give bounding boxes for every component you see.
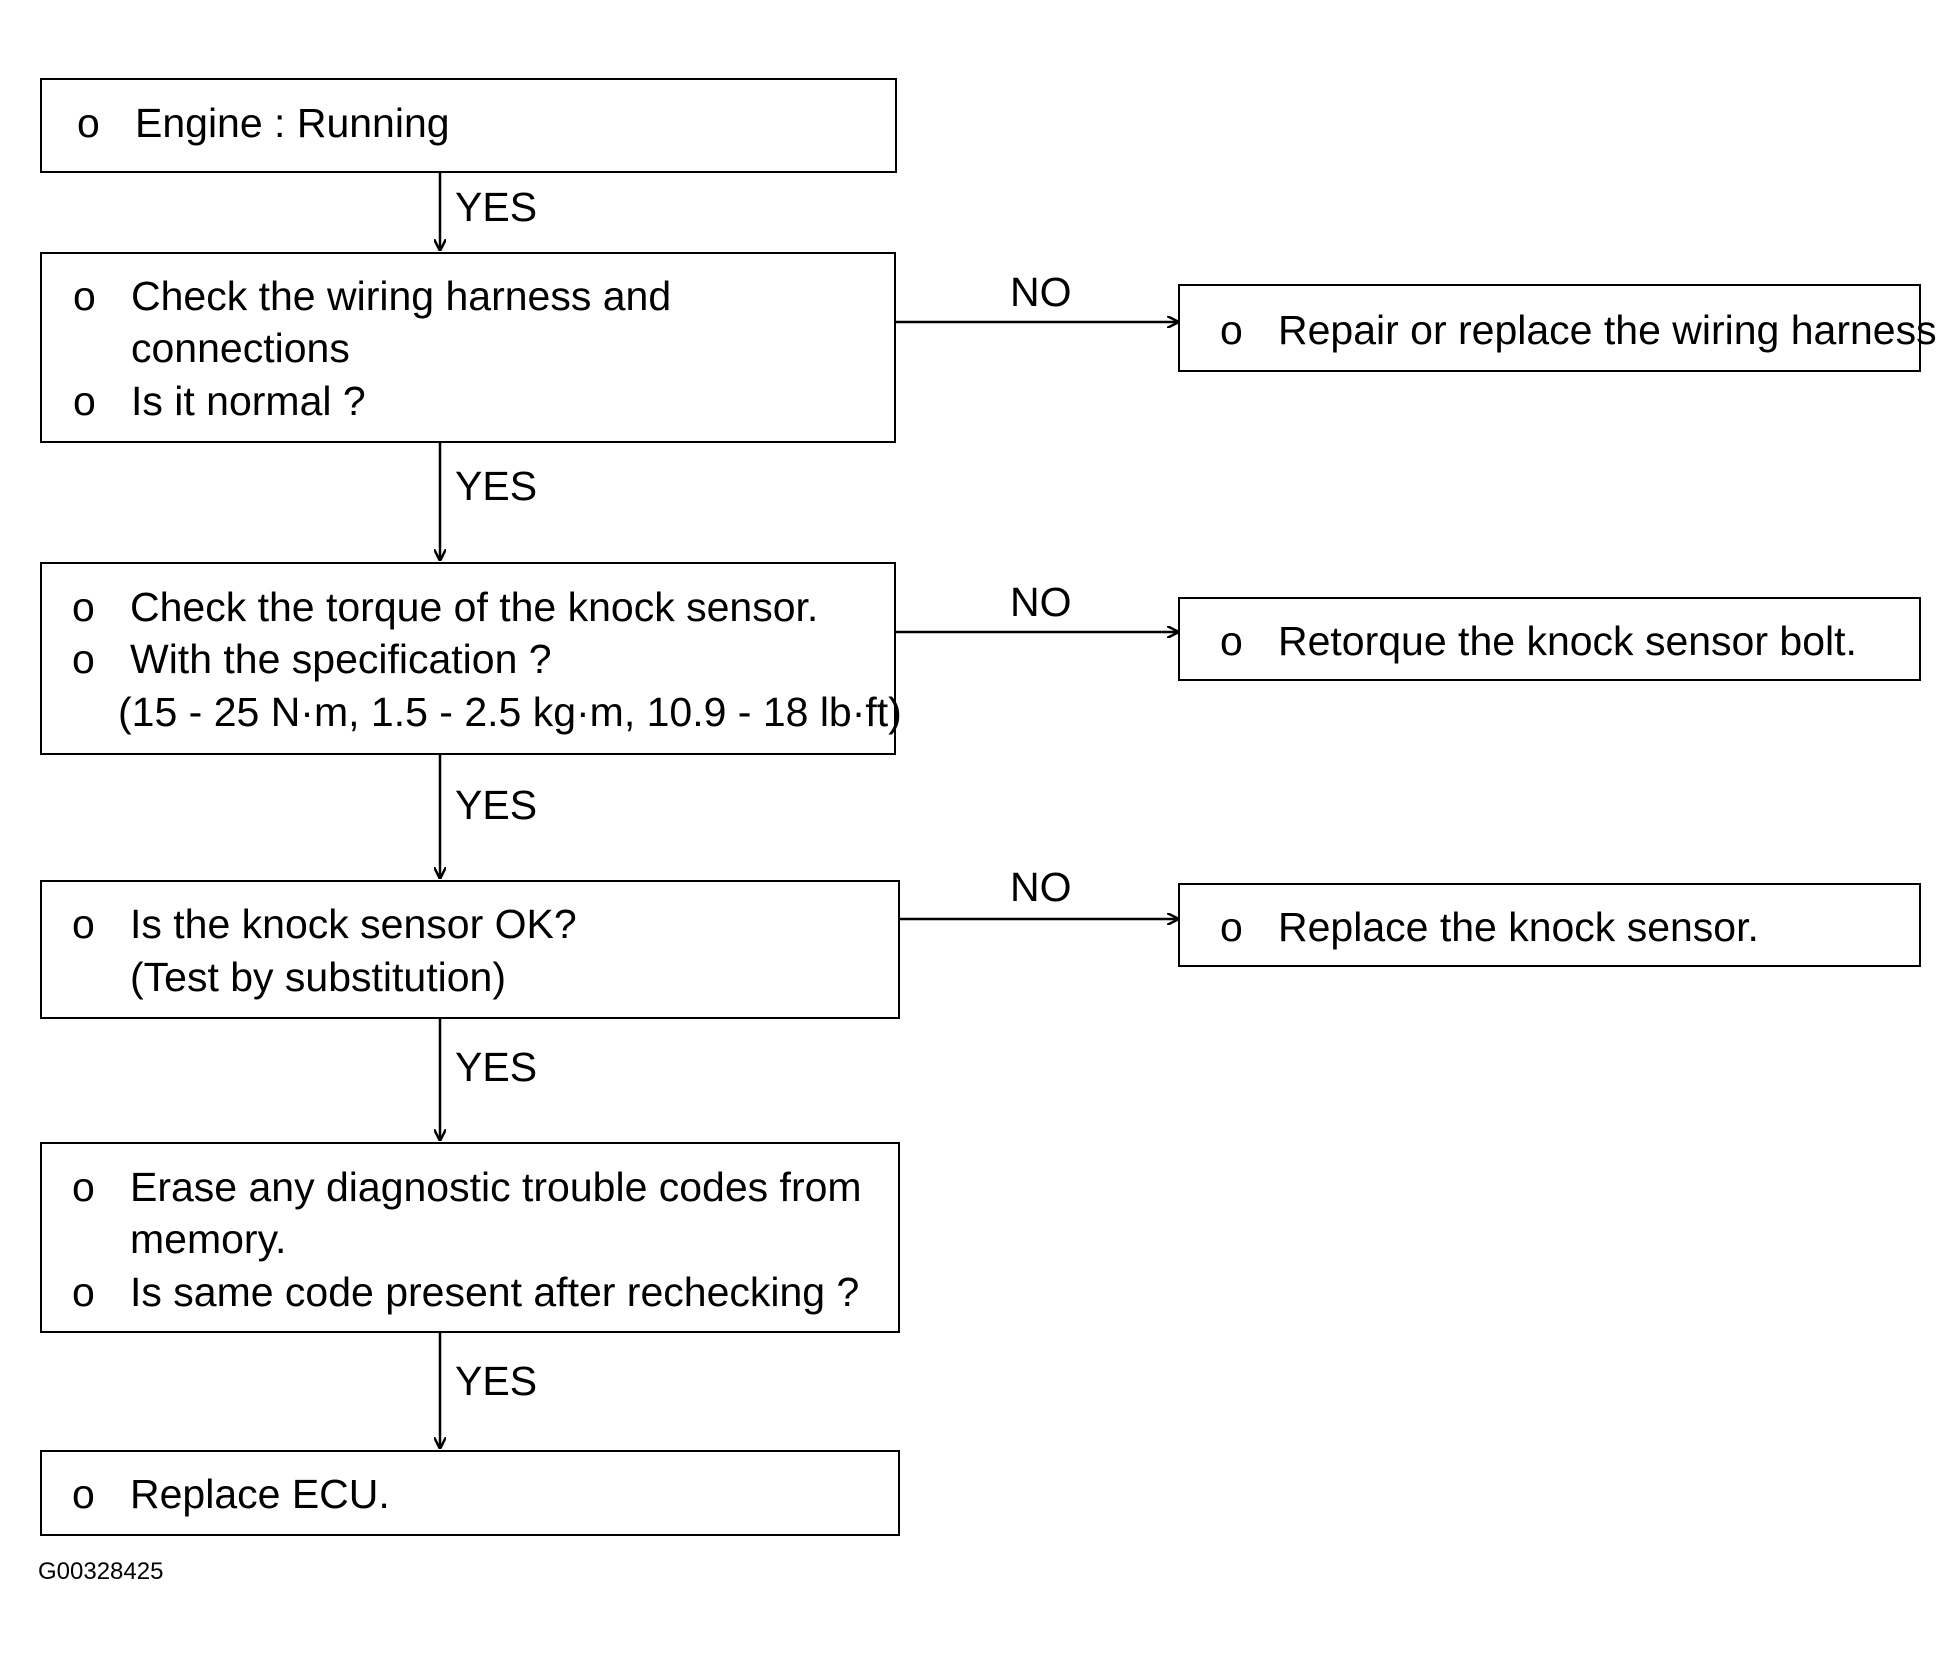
action-repair-harness-box: o Repair or replace the wiring harness: [1178, 284, 1937, 372]
step-text: (Test by substitution): [130, 954, 506, 1000]
action-text: Repair or replace the wiring harness: [1278, 307, 1937, 353]
step-text: Is same code present after rechecking ?: [130, 1269, 860, 1315]
no-label: NO: [1010, 579, 1072, 625]
action-replace-sensor-box: o Replace the knock sensor.: [1178, 883, 1921, 967]
bullet: o: [72, 1269, 95, 1315]
no-label: NO: [1010, 864, 1072, 910]
step-text: Check the torque of the knock sensor.: [130, 584, 819, 630]
step-text: memory.: [130, 1216, 287, 1262]
step-text: Engine : Running: [135, 100, 450, 146]
step-text: Check the wiring harness and: [131, 273, 672, 319]
bullet: o: [72, 636, 95, 682]
step-check-torque-box: o Check the torque of the knock sensor. …: [40, 562, 902, 755]
action-text: Retorque the knock sensor bolt.: [1278, 618, 1857, 664]
bullet: o: [73, 378, 96, 424]
no-label: NO: [1010, 269, 1072, 315]
step-text: Is it normal ?: [131, 378, 366, 424]
action-text: Replace the knock sensor.: [1278, 904, 1759, 950]
figure-id: G00328425: [38, 1558, 164, 1585]
yes-label: YES: [455, 1044, 538, 1090]
step-text: Replace ECU.: [130, 1471, 390, 1517]
step-erase-codes-box: o Erase any diagnostic trouble codes fro…: [40, 1142, 900, 1333]
step-text: Erase any diagnostic trouble codes from: [130, 1164, 862, 1210]
bullet: o: [72, 584, 95, 630]
step-text: With the specification ?: [130, 636, 552, 682]
step-replace-ecu-box: o Replace ECU.: [40, 1450, 900, 1536]
bullet: o: [72, 901, 95, 947]
bullet: o: [72, 1164, 95, 1210]
yes-label: YES: [455, 782, 538, 828]
step-knock-sensor-ok-box: o Is the knock sensor OK? (Test by subst…: [40, 880, 900, 1019]
bullet: o: [1220, 307, 1243, 353]
yes-label: YES: [455, 184, 538, 230]
torque-spec: (15 - 25 N·m, 1.5 - 2.5 kg·m, 10.9 - 18 …: [118, 689, 902, 735]
bullet: o: [77, 100, 100, 146]
action-retorque-bolt-box: o Retorque the knock sensor bolt.: [1178, 597, 1921, 681]
step-text: Is the knock sensor OK?: [130, 901, 577, 947]
step-engine-running-box: o Engine : Running: [40, 78, 897, 173]
bullet: o: [1220, 904, 1243, 950]
bullet: o: [1220, 618, 1243, 664]
yes-label: YES: [455, 1358, 538, 1404]
step-text: connections: [131, 325, 350, 371]
bullet: o: [72, 1471, 95, 1517]
step-check-wiring-box: o Check the wiring harness and connectio…: [40, 252, 896, 443]
bullet: o: [73, 273, 96, 319]
yes-label: YES: [455, 463, 538, 509]
